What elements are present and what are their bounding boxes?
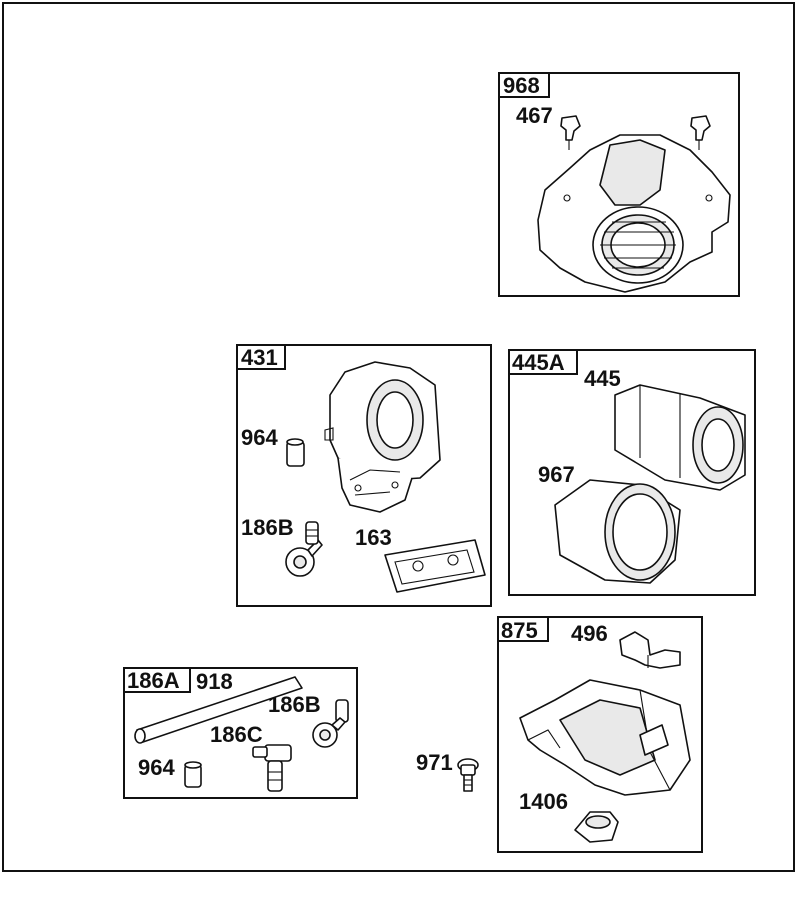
blower-housing xyxy=(537,134,731,293)
part-163-label: 163 xyxy=(355,525,392,550)
gasket-163 xyxy=(384,539,486,593)
seal-1406 xyxy=(574,811,619,843)
group-875-tag xyxy=(497,616,549,642)
tube-918 xyxy=(134,676,303,744)
group-186A: 186A 918 186B 186C 964 xyxy=(123,667,358,799)
group-445A: 445A 445 967 xyxy=(508,349,756,596)
pre-cleaner-967 xyxy=(554,479,681,584)
part-186B-label-a: 186B xyxy=(241,515,294,540)
sleeve-964-a xyxy=(286,438,305,467)
group-875-box xyxy=(497,616,703,853)
group-875-label: 875 xyxy=(501,618,538,643)
group-445A-label: 445A xyxy=(512,350,565,375)
group-431-tag xyxy=(236,344,286,370)
filter-445 xyxy=(614,384,746,491)
part-445-label: 445 xyxy=(584,366,621,391)
breather-186B-a xyxy=(285,521,323,577)
group-445A-tag xyxy=(508,349,578,375)
group-431: 431 964 186B 163 xyxy=(236,344,492,607)
elbow-186C xyxy=(252,744,292,792)
knob-467-right xyxy=(690,115,711,150)
group-186A-box xyxy=(123,667,358,799)
group-968-tag xyxy=(498,72,550,98)
group-875: 875 496 1406 xyxy=(497,616,703,853)
part-1406-label: 1406 xyxy=(519,789,568,814)
group-968-label: 968 xyxy=(503,73,540,98)
screw-971: 971 xyxy=(416,750,479,792)
air-intake-875 xyxy=(519,679,691,796)
part-964-label-a: 964 xyxy=(241,425,278,450)
part-467-label: 467 xyxy=(516,103,553,128)
group-186A-tag xyxy=(123,667,191,693)
part-186C-label: 186C xyxy=(210,722,263,747)
air-cleaner-base xyxy=(324,361,441,513)
part-918-label: 918 xyxy=(196,669,233,694)
group-431-box xyxy=(236,344,492,607)
part-496-label: 496 xyxy=(571,621,608,646)
outer-frame xyxy=(2,2,795,872)
knob-467-left xyxy=(560,115,581,150)
clip-496 xyxy=(619,631,681,669)
group-968-box xyxy=(498,72,740,297)
group-186A-label: 186A xyxy=(127,668,180,693)
group-431-label: 431 xyxy=(241,345,278,370)
breather-186B-b xyxy=(312,699,349,748)
part-971-label: 971 xyxy=(416,750,453,775)
group-968: 968 467 xyxy=(498,72,740,297)
sleeve-964-b xyxy=(184,761,202,788)
group-445A-box xyxy=(508,349,756,596)
part-967-label: 967 xyxy=(538,462,575,487)
part-964-label-b: 964 xyxy=(138,755,175,780)
